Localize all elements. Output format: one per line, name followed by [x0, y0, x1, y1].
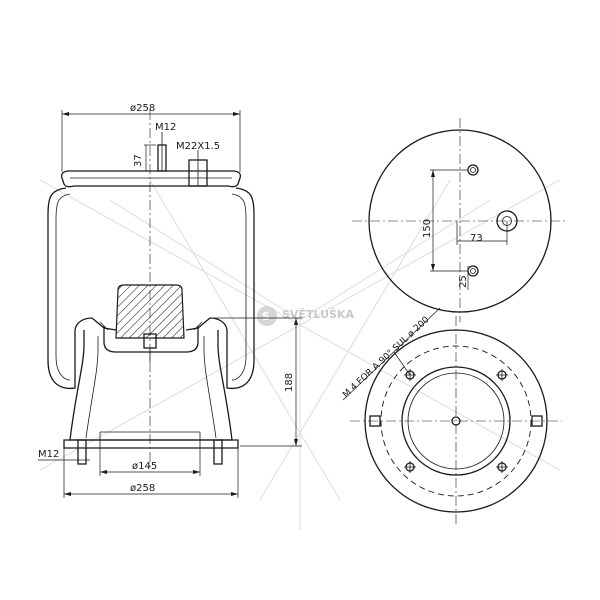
- watermark-logo-icon: [257, 306, 277, 326]
- bottom-view-stud-right: [531, 415, 543, 427]
- top-view-stud-lower: [467, 265, 479, 277]
- bottom-view: M 4 FOR A 90° SUL ø 200: [341, 307, 562, 526]
- mounting-holes: [404, 369, 508, 473]
- bottom-stud-label: M12: [38, 449, 59, 460]
- top-view-stud-upper: [467, 164, 479, 176]
- bolt-circle-label: M 4 FOR A 90° SUL ø 200: [341, 315, 431, 400]
- base-plate: [63, 439, 239, 449]
- bottom-stud-right: [213, 439, 223, 465]
- top-view-spacing-label: 150: [422, 219, 433, 238]
- top-stud-label: M12: [155, 122, 176, 133]
- bottom-stud-left: [77, 439, 87, 465]
- bottom-view-center-hole: [451, 416, 461, 426]
- bottom-view-stud-left: [369, 415, 381, 427]
- top-diameter-label: ø258: [130, 103, 155, 114]
- top-view-offset-label: 73: [470, 233, 483, 244]
- top-view: 150 73 25: [352, 118, 566, 322]
- side-view: ø258 M12 M22X1.5 37 188 M12 ø145 ø258: [38, 103, 302, 498]
- bottom-inner-diameter-label: ø145: [132, 461, 157, 472]
- air-fitting-label: M22X1.5: [176, 141, 220, 152]
- top-plate: [60, 170, 242, 188]
- top-view-small-dim-label: 25: [458, 275, 469, 288]
- bottom-diameter-label: ø258: [130, 483, 155, 494]
- bellow-outer: [47, 187, 93, 390]
- watermark-text: SVĚTLUŠKA: [282, 308, 354, 321]
- watermark-logo-letter: S: [262, 310, 270, 323]
- stud-height-label: 37: [133, 154, 144, 167]
- height-label: 188: [284, 373, 295, 392]
- bump-stop: [115, 284, 185, 339]
